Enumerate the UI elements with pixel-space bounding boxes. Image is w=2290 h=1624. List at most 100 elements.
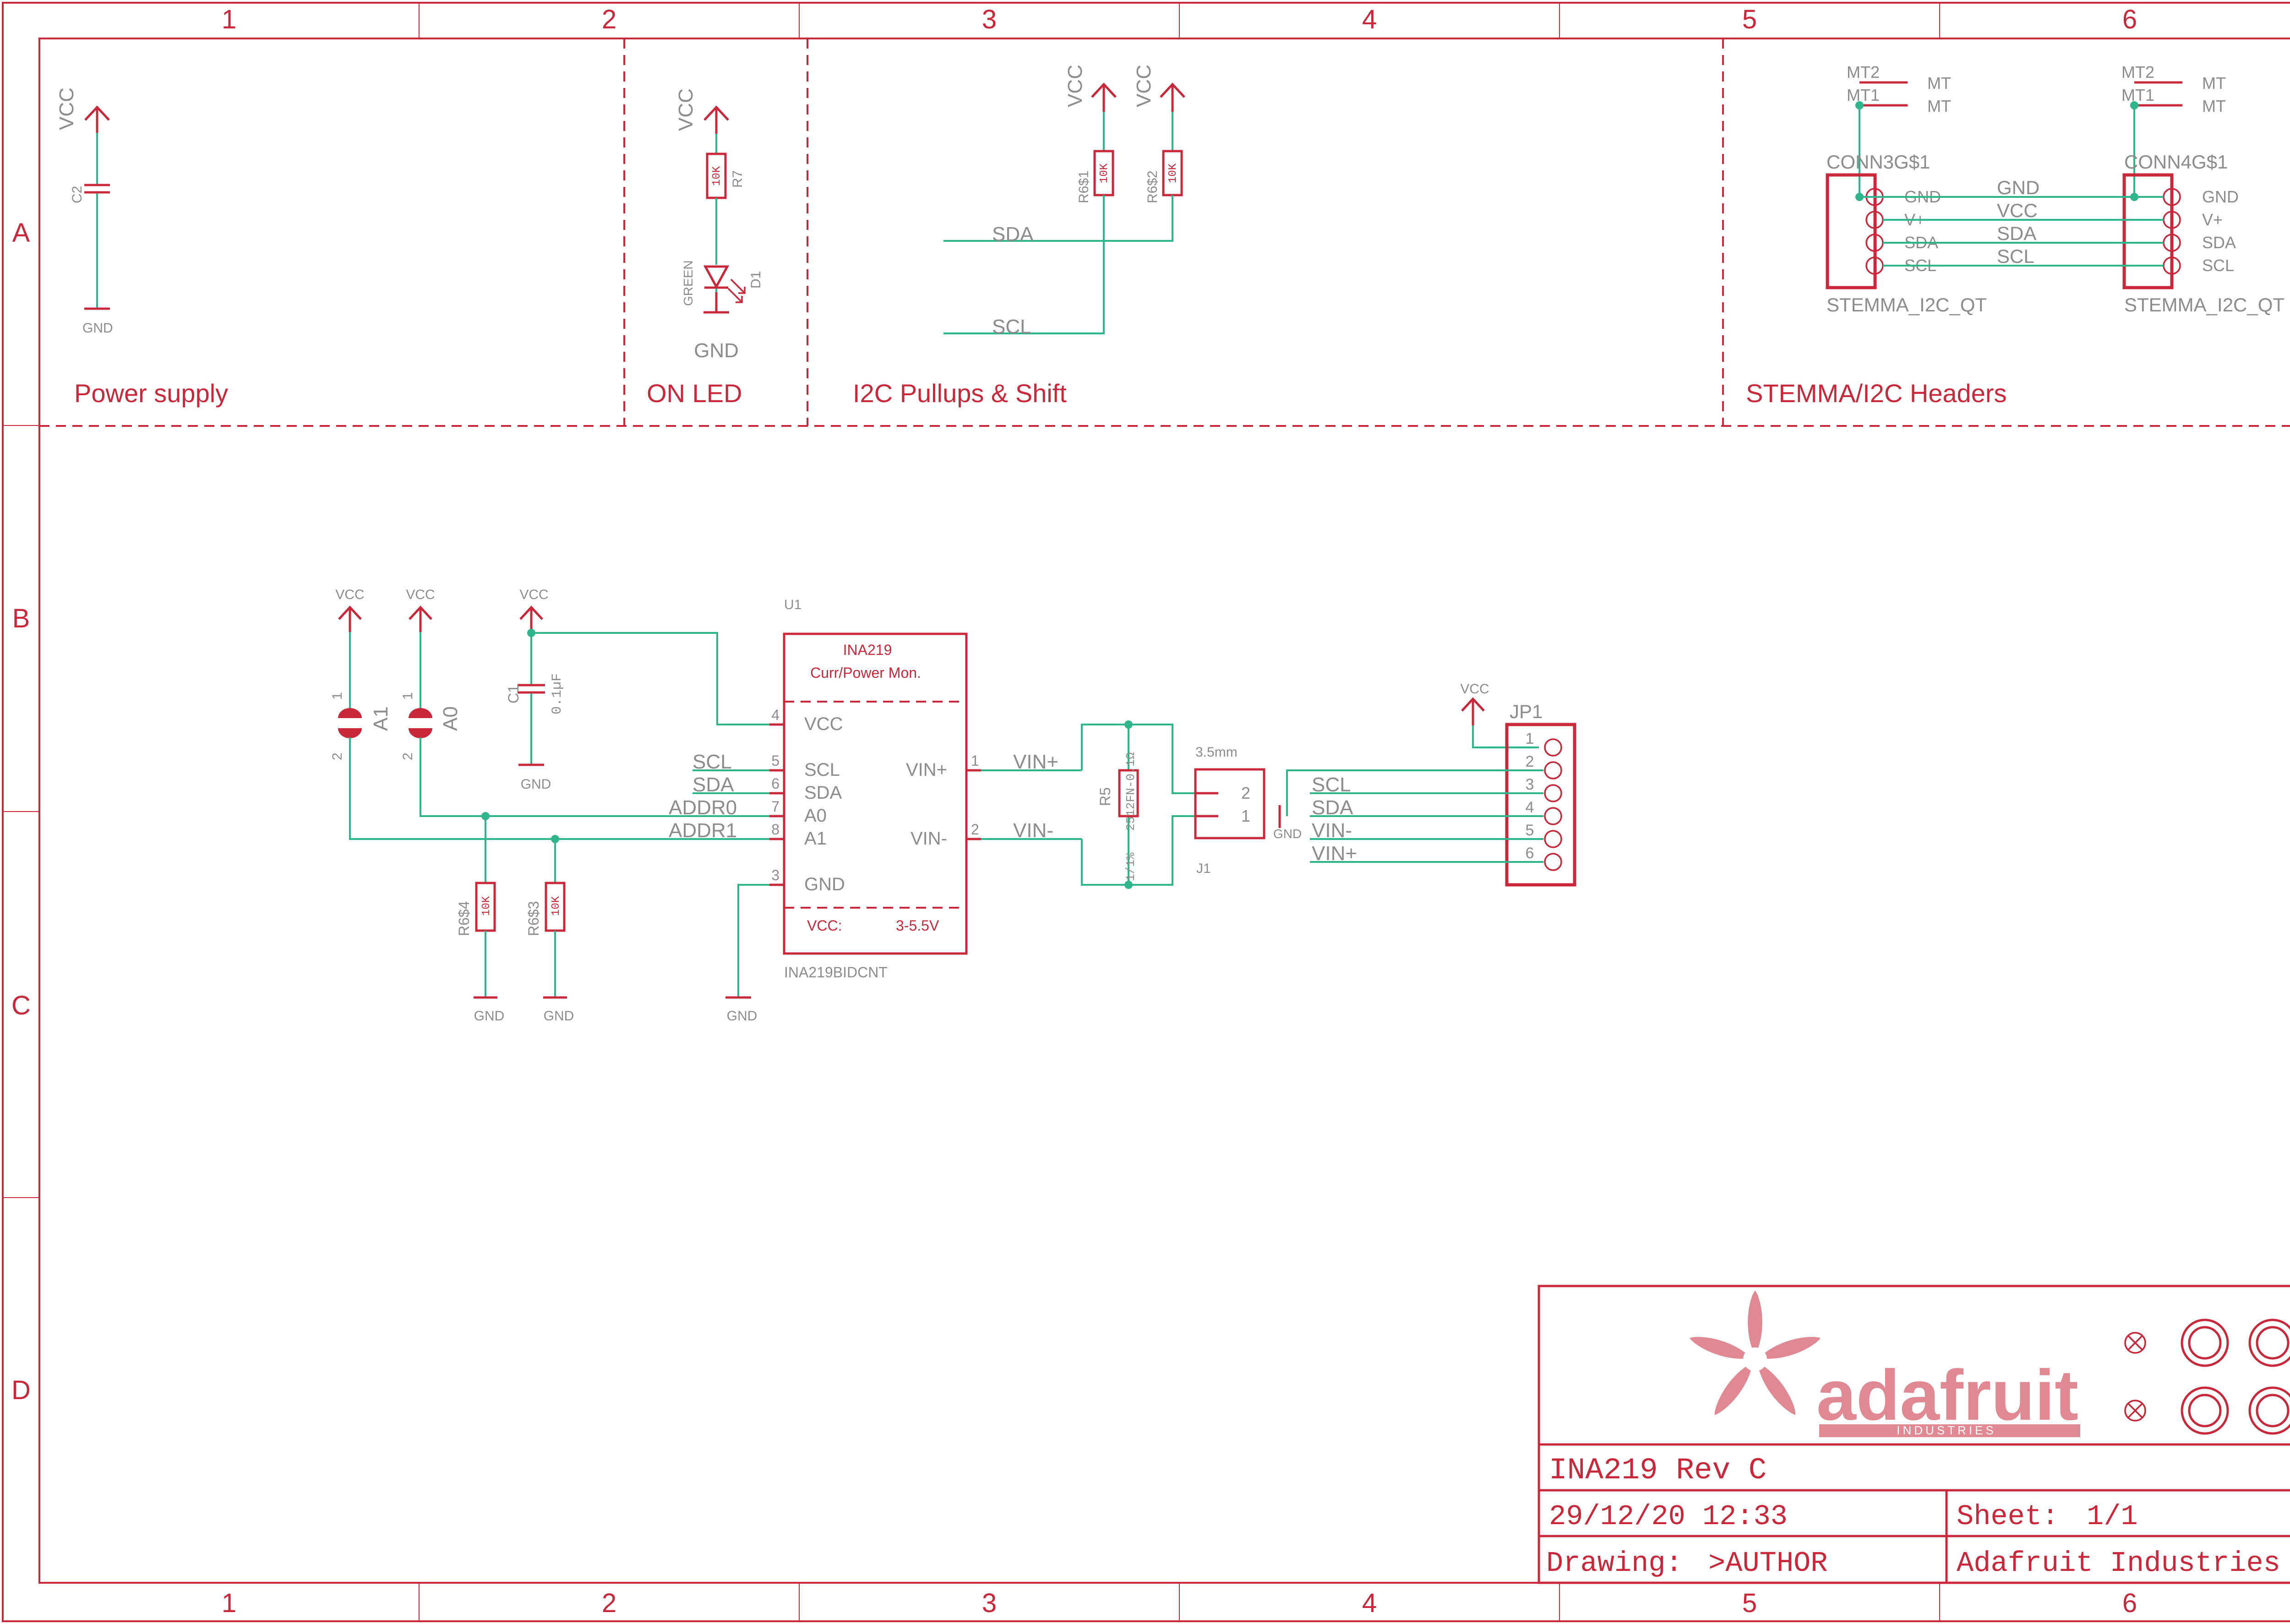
u1-pin-name: VIN+ bbox=[906, 760, 947, 780]
stemma-net-vcc: VCC bbox=[1997, 200, 2038, 221]
vcc-label: VCC bbox=[675, 88, 697, 131]
section-titles: Power supply ON LED I2C Pullups & Shift … bbox=[74, 379, 2007, 408]
drawing-label: Drawing: bbox=[1546, 1547, 1683, 1580]
gnd-label: GND bbox=[544, 1008, 574, 1024]
row-label: C bbox=[11, 991, 31, 1020]
drawing-value: >AUTHOR bbox=[1708, 1547, 1827, 1580]
jumper-a1-pin1: 1 bbox=[330, 692, 345, 700]
conn3-mt1-label: MT1 bbox=[1847, 86, 1880, 104]
jp1-pins-icon bbox=[1544, 738, 1562, 871]
column-label: 4 bbox=[1362, 1588, 1377, 1618]
r6-1-value: 10K bbox=[1098, 163, 1111, 183]
shunt-section: VIN+ VIN- R5 2512FN-0.1Ω 1/1% bbox=[981, 720, 1195, 889]
conn3-mt2-label: MT2 bbox=[1847, 63, 1880, 82]
mounting-holes-icon bbox=[2124, 1319, 2290, 1435]
column-label: 2 bbox=[602, 1588, 616, 1618]
section-title-power-supply: Power supply bbox=[74, 379, 228, 408]
conn4-pin-gnd: GND bbox=[2202, 187, 2239, 206]
shunt-resistor-r5-icon bbox=[1118, 769, 1139, 817]
column-label: 1 bbox=[222, 5, 236, 34]
conn3-type: STEMMA_I2C_QT bbox=[1827, 294, 1987, 316]
j1-terminal: 3.5mm 2 1 J1 GND bbox=[1194, 745, 1302, 876]
address-jumpers: VCC 1 2 A1 VCC 1 2 A0 bbox=[330, 587, 769, 1024]
u1-pin-name: A0 bbox=[804, 806, 827, 826]
conn4-mt-b: MT bbox=[2202, 97, 2226, 115]
r5-label: R5 bbox=[1097, 787, 1113, 806]
section-title-on-led: ON LED bbox=[647, 379, 742, 408]
jp1-pin-num: 6 bbox=[1526, 845, 1534, 862]
sheet-label: Sheet: bbox=[1957, 1500, 2059, 1533]
conn4-pin-sda: SDA bbox=[2202, 233, 2236, 252]
jp1-pin-num: 5 bbox=[1526, 822, 1534, 839]
led-d1-icon bbox=[703, 265, 746, 303]
addr1-net-label: ADDR1 bbox=[669, 819, 737, 842]
column-label: 5 bbox=[1742, 1588, 1757, 1618]
r6-2-value: 10K bbox=[1167, 163, 1179, 183]
u1-pin-num: 1 bbox=[971, 752, 979, 769]
d1-label: D1 bbox=[748, 271, 763, 289]
column-label: 1 bbox=[222, 1588, 236, 1618]
ground-icon bbox=[703, 292, 729, 314]
j1-gnd: GND bbox=[1273, 827, 1302, 841]
solder-jumper-a0-icon bbox=[409, 708, 432, 738]
r6-4-value: 10K bbox=[480, 896, 493, 916]
conn3-mt-a: MT bbox=[1927, 74, 1951, 93]
r5-rating: 1/1% bbox=[1124, 852, 1138, 881]
u1-input-nets: SCL SDA ADDR0 ADDR1 GND bbox=[669, 751, 769, 1024]
conn3-mt-b: MT bbox=[1927, 97, 1951, 115]
r6-3-label: R6$3 bbox=[525, 901, 542, 937]
r6-4-label: R6$4 bbox=[456, 901, 472, 937]
vcc-arrow-icon bbox=[1461, 697, 1485, 725]
gnd-label: GND bbox=[521, 777, 551, 792]
j1-pin2: 2 bbox=[1241, 784, 1250, 802]
u1-pin-num: 4 bbox=[771, 707, 780, 723]
brand-wordmark: adafruit bbox=[1816, 1356, 2078, 1435]
vcc-arrow-icon bbox=[409, 605, 432, 632]
column-label: 2 bbox=[602, 5, 616, 34]
conn3-name: CONN3G$1 bbox=[1827, 151, 1930, 173]
r6-3-value: 10K bbox=[550, 896, 562, 916]
conn4-mt2-label: MT2 bbox=[2121, 63, 2154, 82]
jp1-header: VCC JP1 1 2 3 4 5 6 SCL SDA VIN- VIN+ bbox=[1286, 681, 1576, 887]
conn4-mt1-label: MT1 bbox=[2121, 86, 2154, 104]
gnd-label: GND bbox=[474, 1008, 505, 1024]
j1-pin1: 1 bbox=[1241, 807, 1250, 825]
conn4-pin-scl: SCL bbox=[2202, 256, 2234, 275]
u1-pin-num: 3 bbox=[771, 867, 780, 883]
brand-subtitle: INDUSTRIES bbox=[1897, 1423, 1996, 1437]
vcc-arrow-icon bbox=[519, 605, 543, 632]
column-label: 6 bbox=[2122, 1588, 2137, 1618]
capacitor-c2-icon bbox=[84, 184, 110, 194]
jp1-net-scl: SCL bbox=[1312, 774, 1351, 796]
stemma-net-gnd: GND bbox=[1997, 177, 2039, 198]
r5-value: 2512FN-0.1Ω bbox=[1124, 752, 1138, 831]
column-label: 4 bbox=[1362, 5, 1377, 34]
u1-pin-name: SDA bbox=[804, 783, 842, 803]
capacitor-c1-icon bbox=[518, 684, 545, 694]
jumper-a1-label: A1 bbox=[370, 706, 392, 731]
jp1-pin-num: 4 bbox=[1526, 799, 1534, 816]
r6-1-label: R6$1 bbox=[1076, 170, 1091, 203]
section-title-stemma: STEMMA/I2C Headers bbox=[1746, 379, 2007, 408]
jumper-a0-pin2: 2 bbox=[400, 752, 415, 760]
i2c-pullups-section: VCC VCC 10K 10K R6$1 R6$2 SDA SCL bbox=[943, 65, 1185, 338]
r7-label: R7 bbox=[730, 170, 745, 188]
company-name: Adafruit Industries bbox=[1957, 1547, 2280, 1580]
c1-label: C1 bbox=[505, 685, 522, 703]
conn4-type: STEMMA_I2C_QT bbox=[2124, 294, 2285, 316]
jp1-ref: JP1 bbox=[1510, 701, 1543, 722]
c2-label: C2 bbox=[70, 186, 85, 203]
vcc-arrow-icon bbox=[1160, 82, 1185, 112]
j1-size: 3.5mm bbox=[1195, 745, 1238, 760]
drawing-title: INA219 Rev C bbox=[1549, 1453, 1767, 1488]
u1-pin-num: 2 bbox=[971, 821, 979, 838]
grid-labels: 1 2 3 4 5 6 1 2 3 4 5 6 A B C D A B C D bbox=[11, 5, 2137, 1618]
column-label: 5 bbox=[1742, 5, 1757, 34]
u1-part: INA219BIDCNT bbox=[784, 964, 888, 981]
addr0-net-label: ADDR0 bbox=[669, 796, 737, 819]
u1-vcc-label: VCC: bbox=[807, 917, 842, 934]
vcc-label: VCC bbox=[55, 87, 78, 130]
u1-pin-num: 6 bbox=[771, 775, 780, 792]
u1-pin-name: VIN- bbox=[911, 828, 947, 849]
jp1-pin-num: 1 bbox=[1526, 730, 1534, 747]
